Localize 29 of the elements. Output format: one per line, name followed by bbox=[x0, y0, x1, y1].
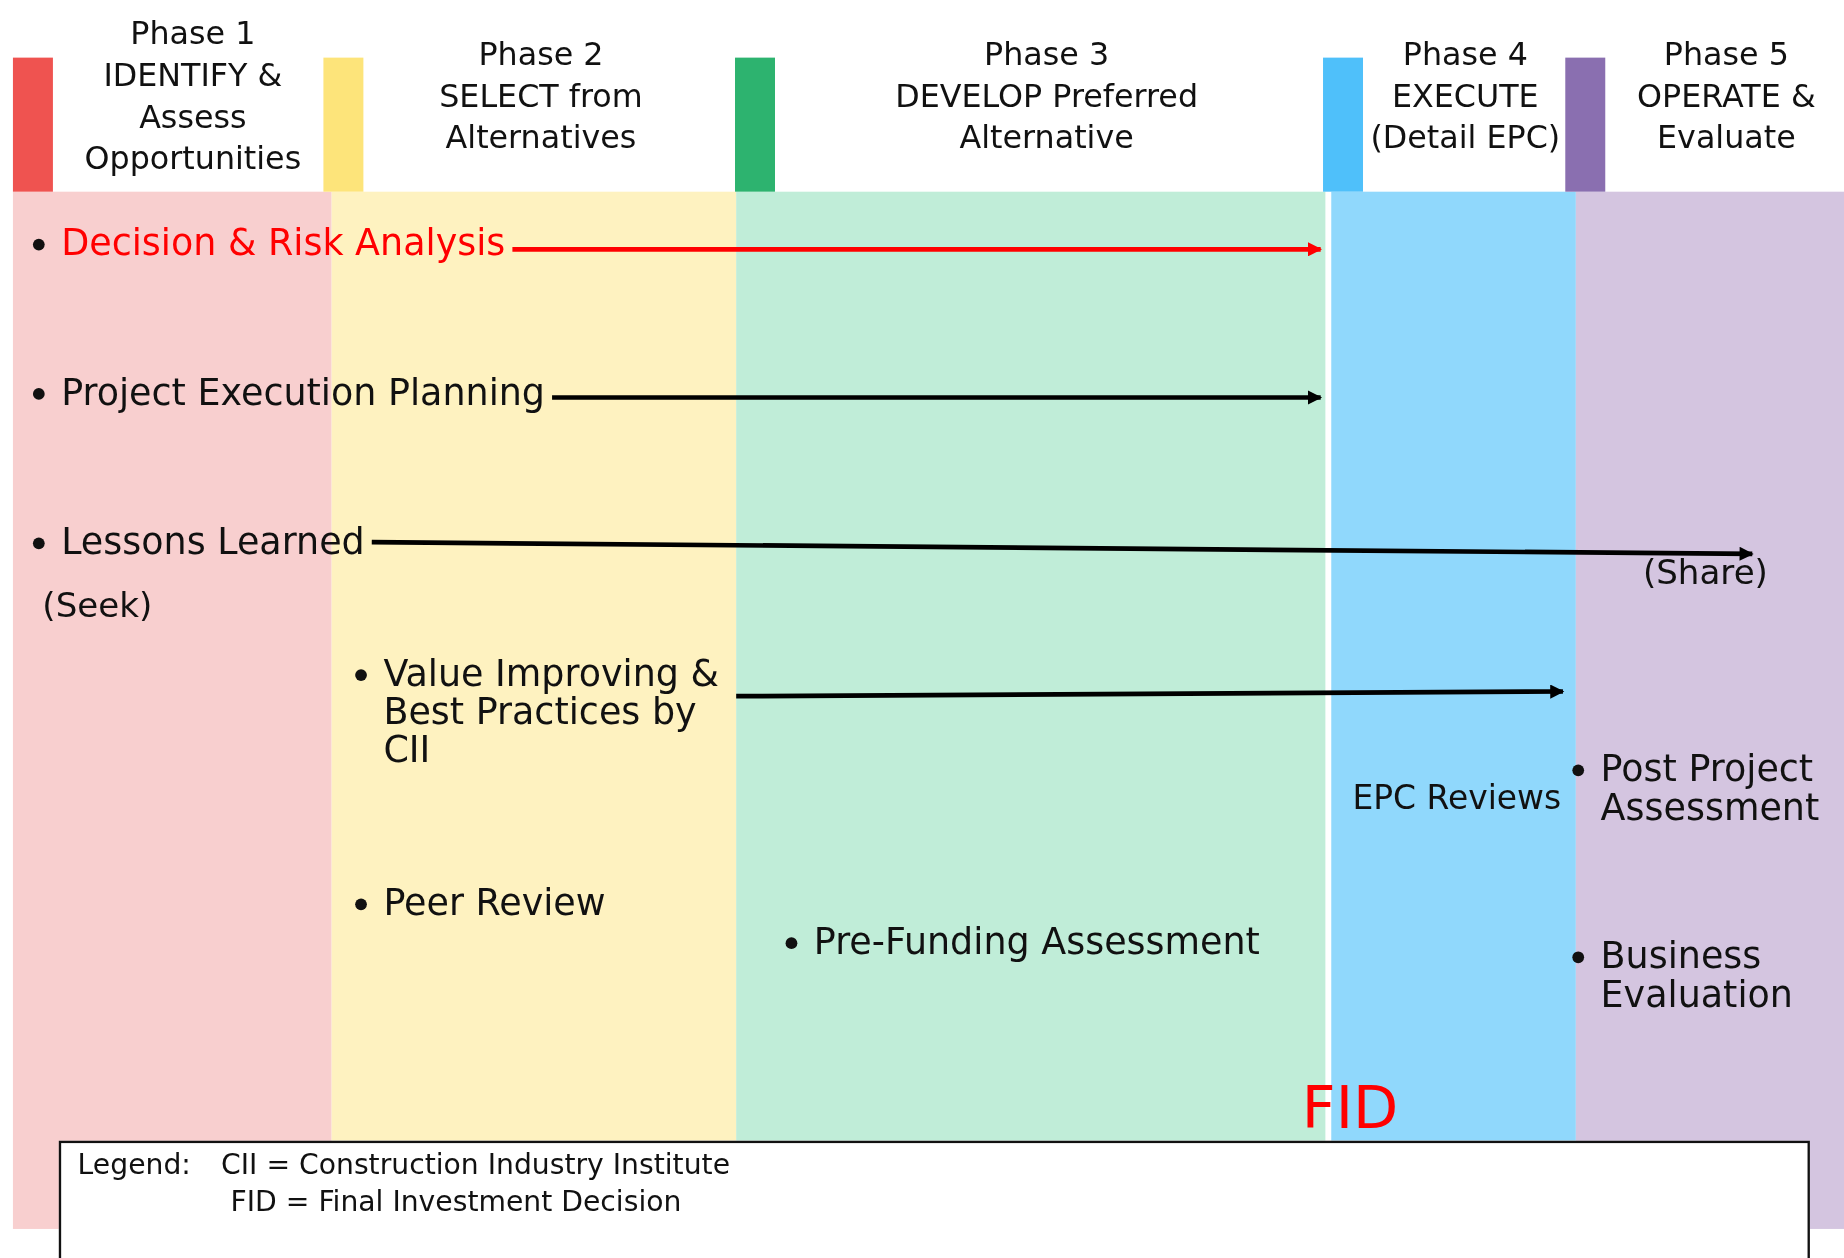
activity-text: Lessons Learned bbox=[61, 522, 365, 561]
phase-number: Phase 2 bbox=[478, 34, 604, 74]
phase-title: OPERATE & Evaluate bbox=[1636, 76, 1817, 158]
phase-number: Phase 1 bbox=[130, 13, 256, 53]
phase-title: SELECT from Alternatives bbox=[438, 76, 644, 158]
activity-text: Decision & Risk Analysis bbox=[61, 223, 506, 262]
phase-title: IDENTIFY & Assess Opportunities bbox=[83, 55, 303, 179]
milestone-label: FID bbox=[1301, 1078, 1399, 1138]
activity-text: Pre-Funding Assessment bbox=[813, 922, 1260, 961]
arrow bbox=[552, 390, 1323, 405]
note-text: (Seek) bbox=[42, 585, 153, 626]
arrow bbox=[736, 684, 1565, 699]
activity-text: Value Improving & Best Practices by CII bbox=[383, 653, 720, 769]
phase-title: EXECUTE (Detail EPC) bbox=[1369, 76, 1562, 158]
activity-text: Post Project Assessment bbox=[1600, 749, 1821, 826]
note-text: EPC Reviews bbox=[1352, 780, 1562, 816]
phase-title: DEVELOP Preferred Alternative bbox=[894, 76, 1200, 158]
note-text: (Share) bbox=[1642, 555, 1768, 591]
phase-number: Phase 4 bbox=[1402, 34, 1528, 74]
arrow bbox=[512, 242, 1323, 257]
legend-entry: FID = Final Investment Decision bbox=[230, 1185, 682, 1219]
activity-text: Peer Review bbox=[383, 883, 606, 922]
legend-entry: CII = Construction Industry Institute bbox=[221, 1147, 730, 1181]
activity-text: Project Execution Planning bbox=[61, 372, 545, 412]
phase-number: Phase 5 bbox=[1663, 34, 1789, 74]
legend-heading: Legend: bbox=[77, 1147, 191, 1181]
phase-number: Phase 3 bbox=[984, 34, 1110, 74]
arrow bbox=[371, 539, 1754, 561]
activity-text: Business Evaluation bbox=[1600, 936, 1794, 1013]
